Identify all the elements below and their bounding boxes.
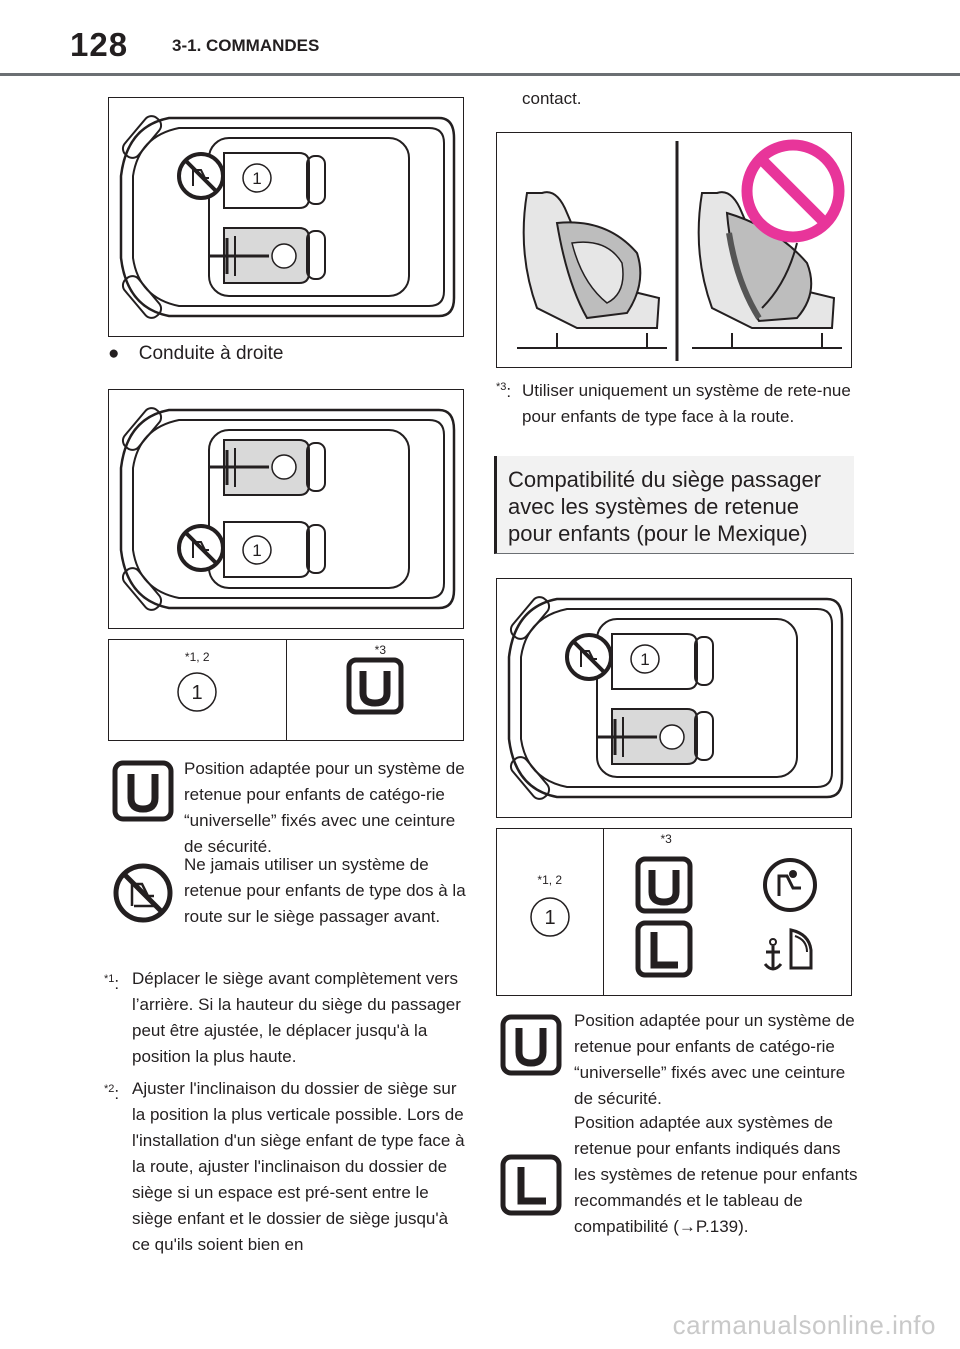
bullet-dot: ● <box>108 343 120 364</box>
table-note: *3 <box>660 832 672 846</box>
bullet-rhd: ● Conduite à droite <box>108 343 283 365</box>
svg-text:1: 1 <box>544 907 555 929</box>
table-cell-seat: *1, 2 1 <box>108 639 287 741</box>
section-heading: Compatibilité du siège passager avec les… <box>508 467 822 546</box>
footnote-3-text: Utiliser uniquement un système de rete-n… <box>522 381 851 426</box>
car-diagram-mexico: 1 <box>496 578 852 818</box>
header-rule <box>0 73 960 76</box>
table-cell-category: *3 <box>602 828 852 996</box>
footnote-2-text: Ajuster l'inclinaison du dossier de sièg… <box>132 1079 465 1254</box>
continued-text: contact. <box>522 89 582 108</box>
footnote-1-text: Déplacer le siège avant complètement ver… <box>132 969 461 1066</box>
table-cell-seat: *1, 2 1 <box>496 828 604 996</box>
l-category-icon <box>635 920 692 978</box>
universal-u-icon <box>112 760 174 822</box>
seat-number-icon: 1 <box>530 897 570 937</box>
seat-recline-illustration <box>496 132 852 368</box>
car-top-view: 1 <box>119 407 456 611</box>
universal-u-icon <box>346 657 404 715</box>
legend-text-u-left: Position adaptée pour un système de rete… <box>184 759 465 856</box>
seat-illustration <box>517 139 845 361</box>
seat-number-icon: 1 <box>177 672 217 712</box>
car-top-view: 1 <box>507 596 844 800</box>
svg-text:1: 1 <box>192 682 203 704</box>
car-diagram-rhd: 1 <box>108 389 464 629</box>
table-cell-category: *3 <box>285 639 464 741</box>
footnote-mark: *3: <box>496 381 512 401</box>
isofix-anchor-icon <box>763 928 812 971</box>
svg-text:1: 1 <box>252 541 261 560</box>
legend-text-u-right: Position adaptée pour un système de rete… <box>574 1011 855 1108</box>
table-note: *1, 2 <box>537 873 563 887</box>
footnote-mark: *1: <box>104 973 120 993</box>
car-top-view: 1 <box>119 115 456 319</box>
legend-text-l-right: Position adaptée aux systèmes de retenue… <box>574 1113 858 1236</box>
table-note: *1, 2 <box>184 650 210 664</box>
svg-text:1: 1 <box>252 169 261 188</box>
compat-table-left: *1, 2 1 *3 <box>108 639 464 741</box>
bullet-label: Conduite à droite <box>138 343 284 364</box>
table-note: *3 <box>374 643 386 657</box>
section-title: 3-1. COMMANDES <box>172 36 320 55</box>
page-number: 128 <box>70 26 129 63</box>
section-heading-box <box>494 456 854 554</box>
universal-u-icon <box>635 856 692 914</box>
forward-facing-seat-icon <box>762 858 817 912</box>
svg-text:1: 1 <box>640 650 649 669</box>
car-diagram-lhd: 1 <box>108 97 464 337</box>
watermark: carmanualsonline.info <box>672 1310 936 1340</box>
legend-text-no-rear-left: Ne jamais utiliser un système de retenue… <box>184 855 466 926</box>
no-rear-facing-seat-icon <box>113 863 173 923</box>
compat-table-right: *1, 2 1 *3 <box>496 828 852 996</box>
universal-u-icon <box>500 1014 562 1076</box>
l-category-icon <box>500 1154 562 1216</box>
footnote-mark: *2: <box>104 1083 120 1103</box>
